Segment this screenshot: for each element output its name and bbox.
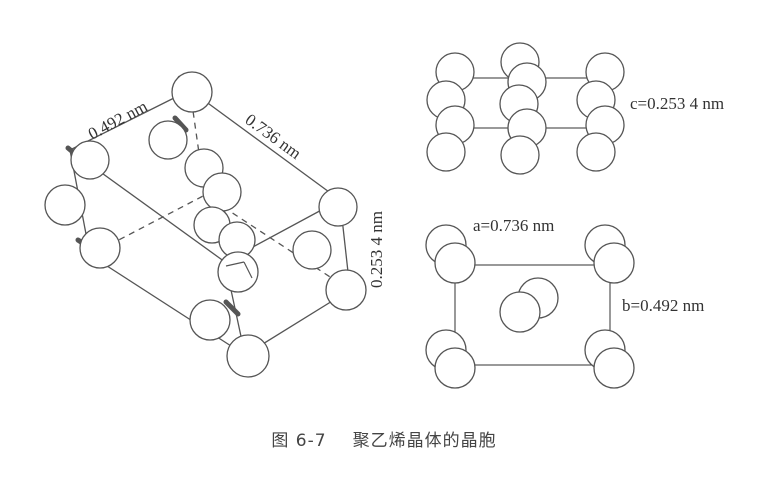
atom <box>426 132 466 172</box>
atom <box>171 71 213 113</box>
label-right-b: b=0.492 nm <box>622 296 704 315</box>
figure-caption: 图 6-7 聚乙烯晶体的晶胞 <box>0 426 768 451</box>
label-top-a: a=0.736 nm <box>473 216 554 235</box>
label-edge-a-3d: 0.492 nm <box>85 97 151 144</box>
front-corner-detail <box>225 261 253 279</box>
atom <box>434 242 476 284</box>
caption-number: 图 6-7 <box>271 431 327 451</box>
atom <box>44 184 86 226</box>
atom <box>148 120 188 160</box>
atom <box>325 269 367 311</box>
label-edge-b-3d: 0.736 nm <box>242 110 305 163</box>
atom <box>70 140 110 180</box>
side-view-c: c=0.253 4 nm <box>426 42 724 175</box>
atom <box>593 242 635 284</box>
atom <box>202 172 242 212</box>
atom <box>593 347 635 389</box>
atoms-3d <box>44 71 367 378</box>
label-side-c: c=0.253 4 nm <box>630 94 724 113</box>
atom <box>434 347 476 389</box>
atom <box>226 334 270 378</box>
atom <box>79 227 121 269</box>
top-view-cell <box>454 264 611 366</box>
atom <box>499 291 541 333</box>
atom <box>292 230 332 270</box>
atom <box>500 135 540 175</box>
atom <box>217 251 259 293</box>
caption-text: 聚乙烯晶体的晶胞 <box>352 431 497 451</box>
top-view-ab: a=0.736 nm b=0.492 nm <box>425 214 704 389</box>
atom <box>189 299 231 341</box>
atom <box>318 187 358 227</box>
atom <box>576 132 616 172</box>
label-edge-c-3d: 0.253 4 nm <box>367 211 386 288</box>
